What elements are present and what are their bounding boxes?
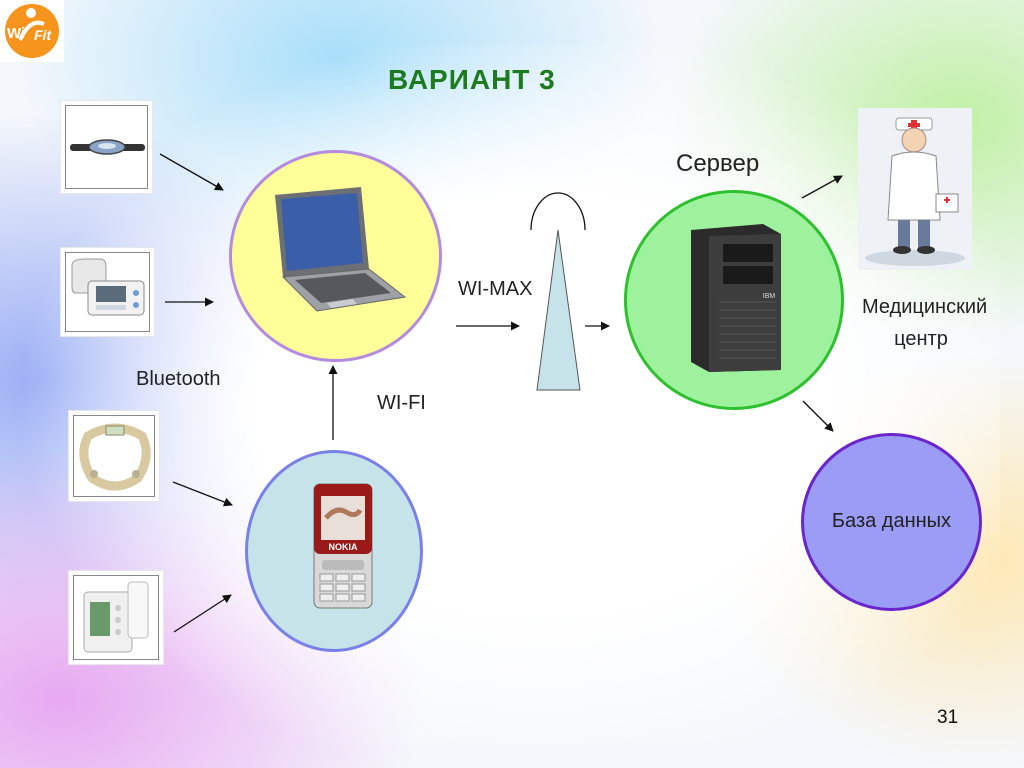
page-number: 31	[937, 707, 959, 728]
sensor-thumb-scale	[68, 410, 160, 502]
body-scale-icon	[79, 423, 151, 491]
laptop-icon	[275, 187, 407, 312]
arrow-meter-to-phone	[173, 594, 232, 633]
slide-title: ВАРИАНТ 3	[388, 64, 556, 95]
arrow-scale-to-phone	[172, 481, 233, 507]
blood-pressure-monitor-icon	[71, 258, 145, 316]
logo-text-wi: Wi	[7, 25, 25, 42]
medical-center-label-line2: центр	[894, 328, 948, 350]
arrow-strap-to-laptop	[159, 153, 224, 191]
phone-node	[245, 450, 423, 652]
heart-rate-strap-icon	[70, 139, 145, 155]
medical-center-label-line1: Медицинский	[862, 296, 988, 318]
wifit-logo: Wi Fit	[0, 0, 64, 62]
mobile-phone-icon: NOKIA	[313, 483, 373, 609]
doctor-icon	[858, 108, 972, 270]
server-label: Сервер	[676, 150, 760, 177]
sensor-thumb-pressure	[60, 247, 155, 337]
database-node	[801, 433, 982, 611]
wifi-label: WI-FI	[377, 392, 426, 414]
antenna-icon	[530, 192, 586, 391]
server-tower-icon: IBM	[691, 224, 781, 372]
glucose-meter-icon	[83, 581, 149, 653]
logo-text-fit: Fit	[34, 27, 52, 43]
phone-brand-label: NOKIA	[329, 542, 359, 552]
bluetooth-label: Bluetooth	[136, 368, 221, 390]
doctor-image-frame	[858, 108, 972, 270]
slide-panel	[20, 45, 1000, 745]
sensor-thumb-strap	[60, 100, 153, 194]
arrow-server-to-database	[802, 400, 834, 432]
arrow-server-to-medical	[801, 175, 843, 199]
server-brand-label: IBM	[763, 293, 776, 300]
sensor-thumb-meter	[68, 570, 164, 665]
database-label: База данных	[831, 510, 952, 532]
wimax-label: WI-MAX	[458, 278, 533, 300]
